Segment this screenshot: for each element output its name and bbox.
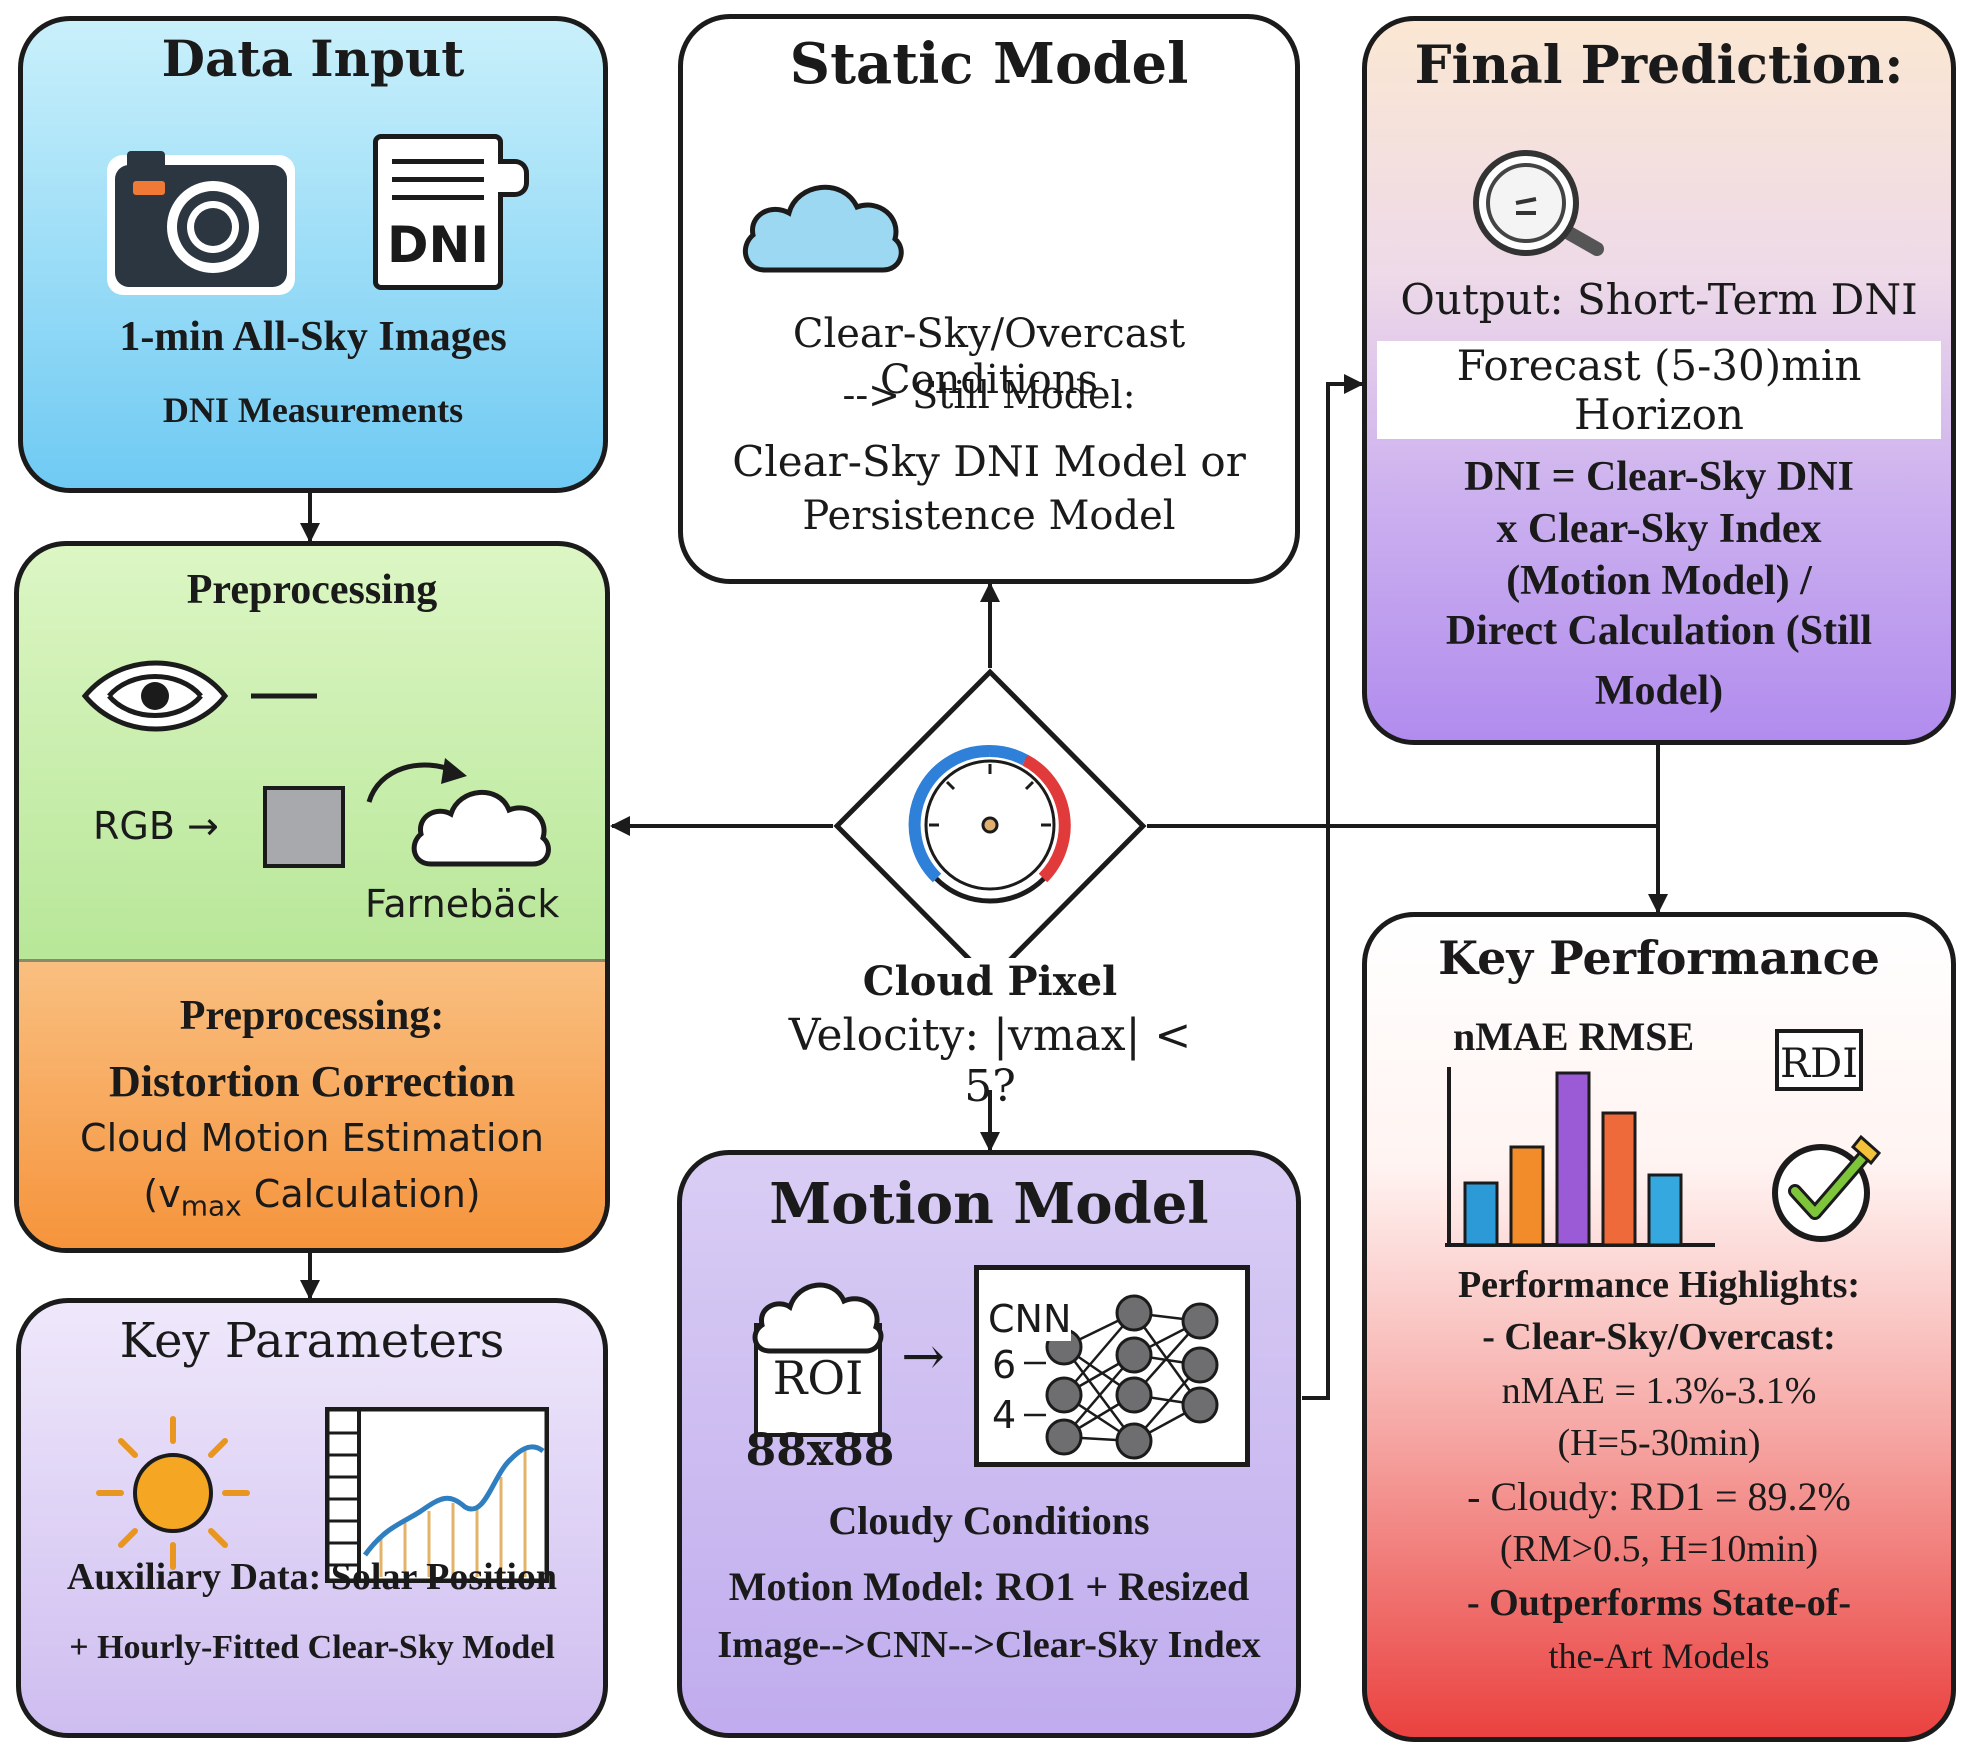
perf-cloudy-rd1: - Cloudy: RD1 = 89.2% [1467,1474,1851,1519]
motion-model-title: Motion Model [769,1171,1209,1237]
roi-size-label: 88x88 [745,1425,895,1476]
rdi-badge: RDI [1775,1029,1863,1091]
key-performance-box: Key Performance nMAE RMSE RDI Performanc… [1362,912,1956,1742]
camera-icon [107,151,295,295]
grayscale-square-icon [263,786,345,868]
curved-arrow-icon [366,758,467,803]
final-prediction-title: Final Prediction: [1414,35,1904,96]
chart-label: nMAE RMSE [1453,1014,1695,1059]
cloud-outline-icon [411,790,551,867]
data-input-line1: 1-min All-Sky Images [119,314,507,360]
key-parameters-title: Key Parameters [119,1313,505,1369]
static-model-line3: Clear-Sky DNI Model or [732,437,1246,486]
key-parameters-line2: + Hourly-Fitted Clear-Sky Model [69,1629,555,1666]
key-parameters-box: Key Parameters Auxiliary [16,1298,608,1738]
static-model-title: Static Model [789,31,1189,97]
final-prediction-box: Final Prediction: Output: Short-Term DNI… [1362,16,1956,745]
final-formula-line1: DNI = Clear-Sky DNI [1464,454,1854,500]
line-decision-to-performance [1147,824,1668,914]
motion-model-line3: Image-->CNN-->Clear-Sky Index [717,1624,1261,1666]
final-output-line1: Output: Short-Term DNI [1400,275,1918,324]
cnn-layer-6-label: 6 [992,1343,1017,1387]
key-parameters-line1: Auxiliary Data: Solar Position [66,1556,558,1598]
document-clip-icon [498,159,529,197]
static-model-line2: --> Still Model: [842,373,1136,417]
preprocessing-box: Preprocessing RGB → Farnebäck Preprocess… [14,541,610,1253]
perf-highlights-title: Performance Highlights: [1457,1264,1861,1306]
magnifier-icon [1473,150,1604,256]
data-input-title: Data Input [161,29,465,88]
key-performance-title: Key Performance [1438,931,1880,985]
vmax-calc-part2: Calculation) [241,1172,481,1216]
final-formula-line3: (Motion Model) / [1506,558,1812,604]
static-model-box: Static Model Clear-Sky/Overcast Conditio… [678,14,1300,584]
data-input-box: Data Input DNI 1-min All-Sky Images DNI … [18,16,608,493]
rgb-label: RGB → [93,804,219,848]
bar-chart-icon [1445,1067,1715,1247]
sun-icon [96,1416,250,1570]
roi-to-cnn-arrow: → [901,1327,945,1387]
dni-document-icon: DNI [373,134,503,290]
speedometer-icon [908,744,1071,904]
perf-clear-sky-label: - Clear-Sky/Overcast: [1482,1316,1836,1358]
cnn-layer-4-label: 4 [992,1393,1017,1437]
arrow-motion-to-final [1302,374,1364,1400]
cnn-label: CNN [988,1297,1072,1341]
cloud-icon [742,184,904,273]
vmax-calculation-label: (vmax Calculation) [19,1172,605,1223]
preprocessing-sub-title: Preprocessing: [179,993,445,1039]
final-output-line2: Forecast (5-30)min Horizon [1377,341,1941,439]
perf-outperforms-line2: the-Art Models [1548,1636,1770,1676]
final-formula-line2: x Clear-Sky Index [1496,506,1822,552]
decision-label-line1: Cloud Pixel [770,958,1210,1005]
roi-label: ROI [772,1351,864,1405]
line-chart-icon [325,1407,549,1583]
perf-nmae-value: nMAE = 1.3%-3.1% [1501,1370,1817,1412]
cloud-motion-estimation-label: Cloud Motion Estimation [80,1116,544,1160]
decision-label-line2: Velocity: |vmax| < 5? [788,1010,1192,1112]
dni-icon-label: DNI [387,216,489,274]
vmax-subscript: max [180,1189,242,1223]
perf-cloudy-condition: (RM>0.5, H=10min) [1499,1528,1819,1570]
vmax-calc-part1: (v [143,1172,181,1216]
distortion-correction-label: Distortion Correction [108,1057,516,1106]
neural-network-icon [1024,1294,1219,1460]
preprocessing-sub-panel: Preprocessing: Distortion Correction Clo… [19,959,605,1248]
perf-outperforms-line1: - Outperforms State-of- [1466,1582,1852,1624]
farneback-label: Farnebäck [365,882,560,926]
static-model-line1: Clear-Sky/Overcast Conditions [792,311,1186,403]
checkmark-pencil-icon [1772,1134,1882,1242]
fisheye-lens-icon [81,660,317,732]
preprocessing-title: Preprocessing [186,567,438,613]
perf-horizon-range: (H=5-30min) [1557,1422,1761,1464]
motion-model-box: Motion Model ROI → 88x88 CNN 6 4 Cloudy … [677,1150,1301,1738]
data-input-line2: DNI Measurements [162,390,464,430]
static-model-line4: Persistence Model [802,493,1176,539]
motion-model-line1: Cloudy Conditions [828,1498,1150,1543]
final-formula-line4: Direct Calculation (Still [1445,608,1873,654]
final-formula-line5: Model) [1594,668,1724,714]
roi-cloud-icon [752,1282,884,1354]
motion-model-line2: Motion Model: RO1 + Resized [728,1564,1250,1609]
